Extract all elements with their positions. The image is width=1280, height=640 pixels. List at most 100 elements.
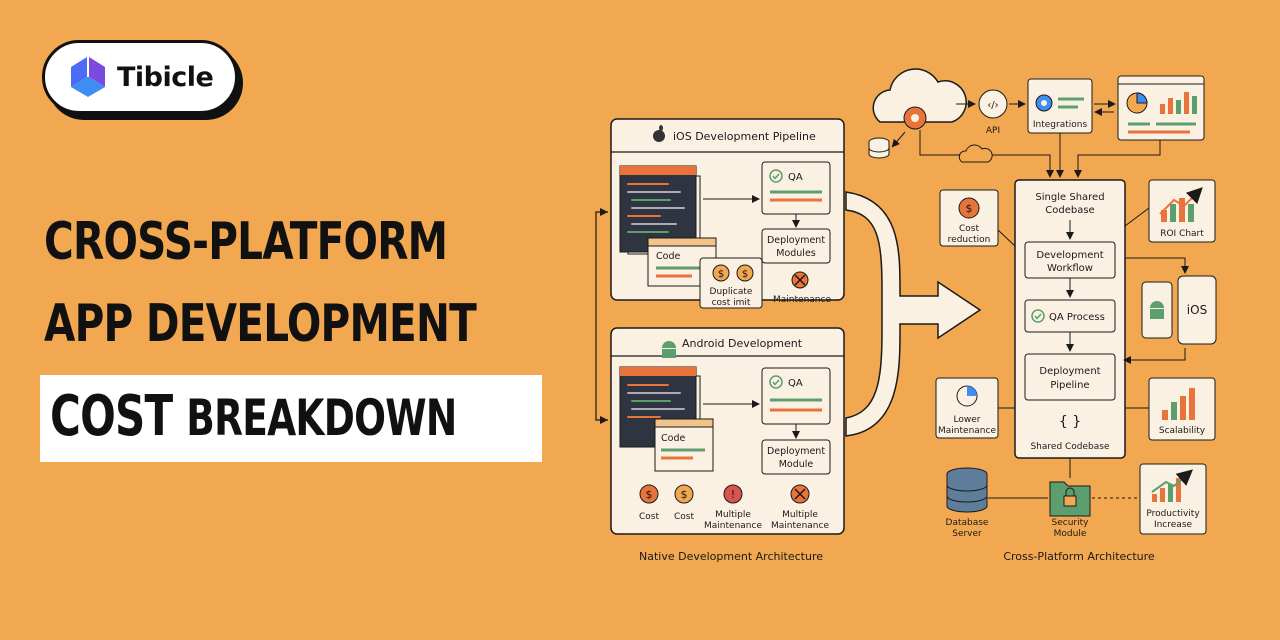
android-icon bbox=[662, 341, 676, 358]
ios-qa-card bbox=[761, 161, 831, 215]
wrench-icon bbox=[791, 271, 809, 289]
gauge-icon bbox=[956, 385, 978, 407]
android-qa-label: QA bbox=[788, 378, 803, 389]
ios-maintenance-label: Maintenance bbox=[773, 295, 831, 305]
alert-icon: ! bbox=[723, 484, 743, 504]
android-deployment-card bbox=[761, 439, 831, 475]
tibicle-logo-icon bbox=[71, 57, 105, 97]
codebase-title-2: Codebase bbox=[1045, 205, 1094, 216]
ios-panel-title: iOS Development Pipeline bbox=[673, 130, 816, 143]
headline-highlight-box bbox=[40, 375, 542, 462]
multiple-maintenance-label-2b: Maintenance bbox=[771, 521, 829, 531]
api-label: API bbox=[986, 126, 1000, 136]
cloud-code-icon bbox=[958, 144, 993, 163]
headline-cost: COST bbox=[50, 384, 173, 449]
ios-qa-label: QA bbox=[788, 172, 803, 183]
headline-line-3: COST BREAKDOWN bbox=[50, 384, 457, 449]
svg-text:$: $ bbox=[742, 269, 748, 280]
database-icon bbox=[868, 137, 890, 159]
svg-text:{ }: { } bbox=[1059, 414, 1081, 430]
dollar-icon: $ bbox=[958, 197, 980, 219]
security-module-label-2: Module bbox=[1054, 529, 1087, 539]
merge-arrow bbox=[845, 191, 982, 437]
check-icon bbox=[769, 375, 783, 389]
cloud-server-icon bbox=[872, 68, 967, 130]
apple-icon bbox=[653, 125, 665, 142]
lower-maintenance-label-2: Maintenance bbox=[938, 426, 996, 436]
productivity-label-1: Productivity bbox=[1146, 509, 1200, 519]
shared-codebase-label: Shared Codebase bbox=[1030, 442, 1110, 452]
wrench-icon bbox=[790, 484, 810, 504]
development-workflow-label-1: Development bbox=[1036, 250, 1103, 261]
gear-icon bbox=[1035, 94, 1053, 112]
headline-line-2: APP DEVELOPMENT bbox=[44, 294, 477, 354]
brand-name: Tibicle bbox=[117, 61, 214, 93]
deployment-pipeline-label-2: Pipeline bbox=[1050, 380, 1089, 391]
growth-bars-icon bbox=[1162, 388, 1195, 420]
api-icon: ‹/› bbox=[978, 89, 1008, 119]
duplicate-cost-label-2: cost imit bbox=[712, 298, 751, 308]
android-pipeline-panel: Android Development Code QA Deployment M… bbox=[610, 327, 845, 535]
multiple-maintenance-label-2a: Multiple bbox=[782, 510, 818, 520]
database-server-label-2: Server bbox=[952, 529, 982, 539]
svg-text:$: $ bbox=[646, 488, 653, 501]
roi-chart-label: ROI Chart bbox=[1160, 229, 1204, 239]
security-module-label-1: Security bbox=[1052, 518, 1090, 528]
bar-chart-icon bbox=[1160, 92, 1197, 114]
svg-text:$: $ bbox=[718, 269, 724, 280]
android-panel-title: Android Development bbox=[682, 337, 803, 350]
lower-maintenance-label-1: Lower bbox=[954, 415, 981, 425]
cross-architecture-caption: Cross-Platform Architecture bbox=[1003, 550, 1155, 563]
dollar-icon: $ bbox=[674, 484, 694, 504]
security-folder-icon bbox=[1049, 481, 1091, 517]
integrations-label: Integrations bbox=[1033, 120, 1088, 130]
dollar-icon bbox=[712, 264, 730, 282]
development-workflow-label-2: Workflow bbox=[1047, 263, 1093, 274]
ios-phone-label: iOS bbox=[1187, 303, 1207, 317]
android-qa-card bbox=[761, 367, 831, 425]
brand-logo: Tibicle bbox=[42, 40, 238, 114]
svg-text:!: ! bbox=[731, 488, 735, 501]
roi-chart-icon bbox=[1159, 187, 1203, 222]
deployment-pipeline-card bbox=[1024, 353, 1116, 401]
duplicate-cost-label-1: Duplicate bbox=[710, 287, 753, 297]
qa-process-label: QA Process bbox=[1049, 312, 1105, 323]
pie-chart-icon bbox=[1126, 92, 1148, 114]
headline-breakdown: BREAKDOWN bbox=[186, 389, 457, 447]
android-deployment-label-2: Module bbox=[779, 459, 814, 470]
android-deployment-label-1: Deployment bbox=[767, 446, 825, 457]
ios-deployment-label-1: Deployment bbox=[767, 235, 825, 246]
ios-deployment-card bbox=[761, 228, 831, 264]
multiple-maintenance-label-1b: Maintenance bbox=[704, 521, 762, 531]
check-icon bbox=[1031, 309, 1045, 323]
android-code-label: Code bbox=[661, 433, 685, 444]
database-server-icon bbox=[946, 467, 988, 513]
cost-reduction-label-1: Cost bbox=[959, 224, 979, 234]
deployment-pipeline-label-1: Deployment bbox=[1039, 366, 1100, 377]
cost-reduction-label-2: reduction bbox=[948, 235, 991, 245]
dollar-icon: $ bbox=[639, 484, 659, 504]
codebase-title-1: Single Shared bbox=[1035, 192, 1104, 203]
android-cost-label-2: Cost bbox=[674, 512, 694, 522]
android-icon bbox=[1150, 301, 1164, 319]
code-icon: { } bbox=[1059, 414, 1081, 430]
android-cost-label-1: Cost bbox=[639, 512, 659, 522]
dollar-icon bbox=[736, 264, 754, 282]
ios-deployment-label-2: Modules bbox=[776, 248, 816, 259]
ios-code-label: Code bbox=[656, 251, 680, 262]
multiple-maintenance-label-1a: Multiple bbox=[715, 510, 751, 520]
check-icon bbox=[769, 169, 783, 183]
scalability-label: Scalability bbox=[1159, 426, 1206, 436]
native-architecture-caption: Native Development Architecture bbox=[639, 550, 823, 563]
svg-text:‹/›: ‹/› bbox=[987, 100, 998, 111]
ios-phone-icon bbox=[1177, 275, 1217, 345]
productivity-label-2: Increase bbox=[1154, 520, 1193, 530]
svg-text:$: $ bbox=[966, 202, 973, 215]
android-code-card bbox=[654, 418, 714, 472]
svg-text:$: $ bbox=[681, 488, 688, 501]
database-server-label-1: Database bbox=[946, 518, 989, 528]
productivity-chart-icon bbox=[1151, 469, 1194, 502]
ios-pipeline-panel: iOS Development Pipeline Code QA Deploym… bbox=[610, 118, 845, 309]
headline-line-1: CROSS-PLATFORM bbox=[44, 212, 448, 272]
